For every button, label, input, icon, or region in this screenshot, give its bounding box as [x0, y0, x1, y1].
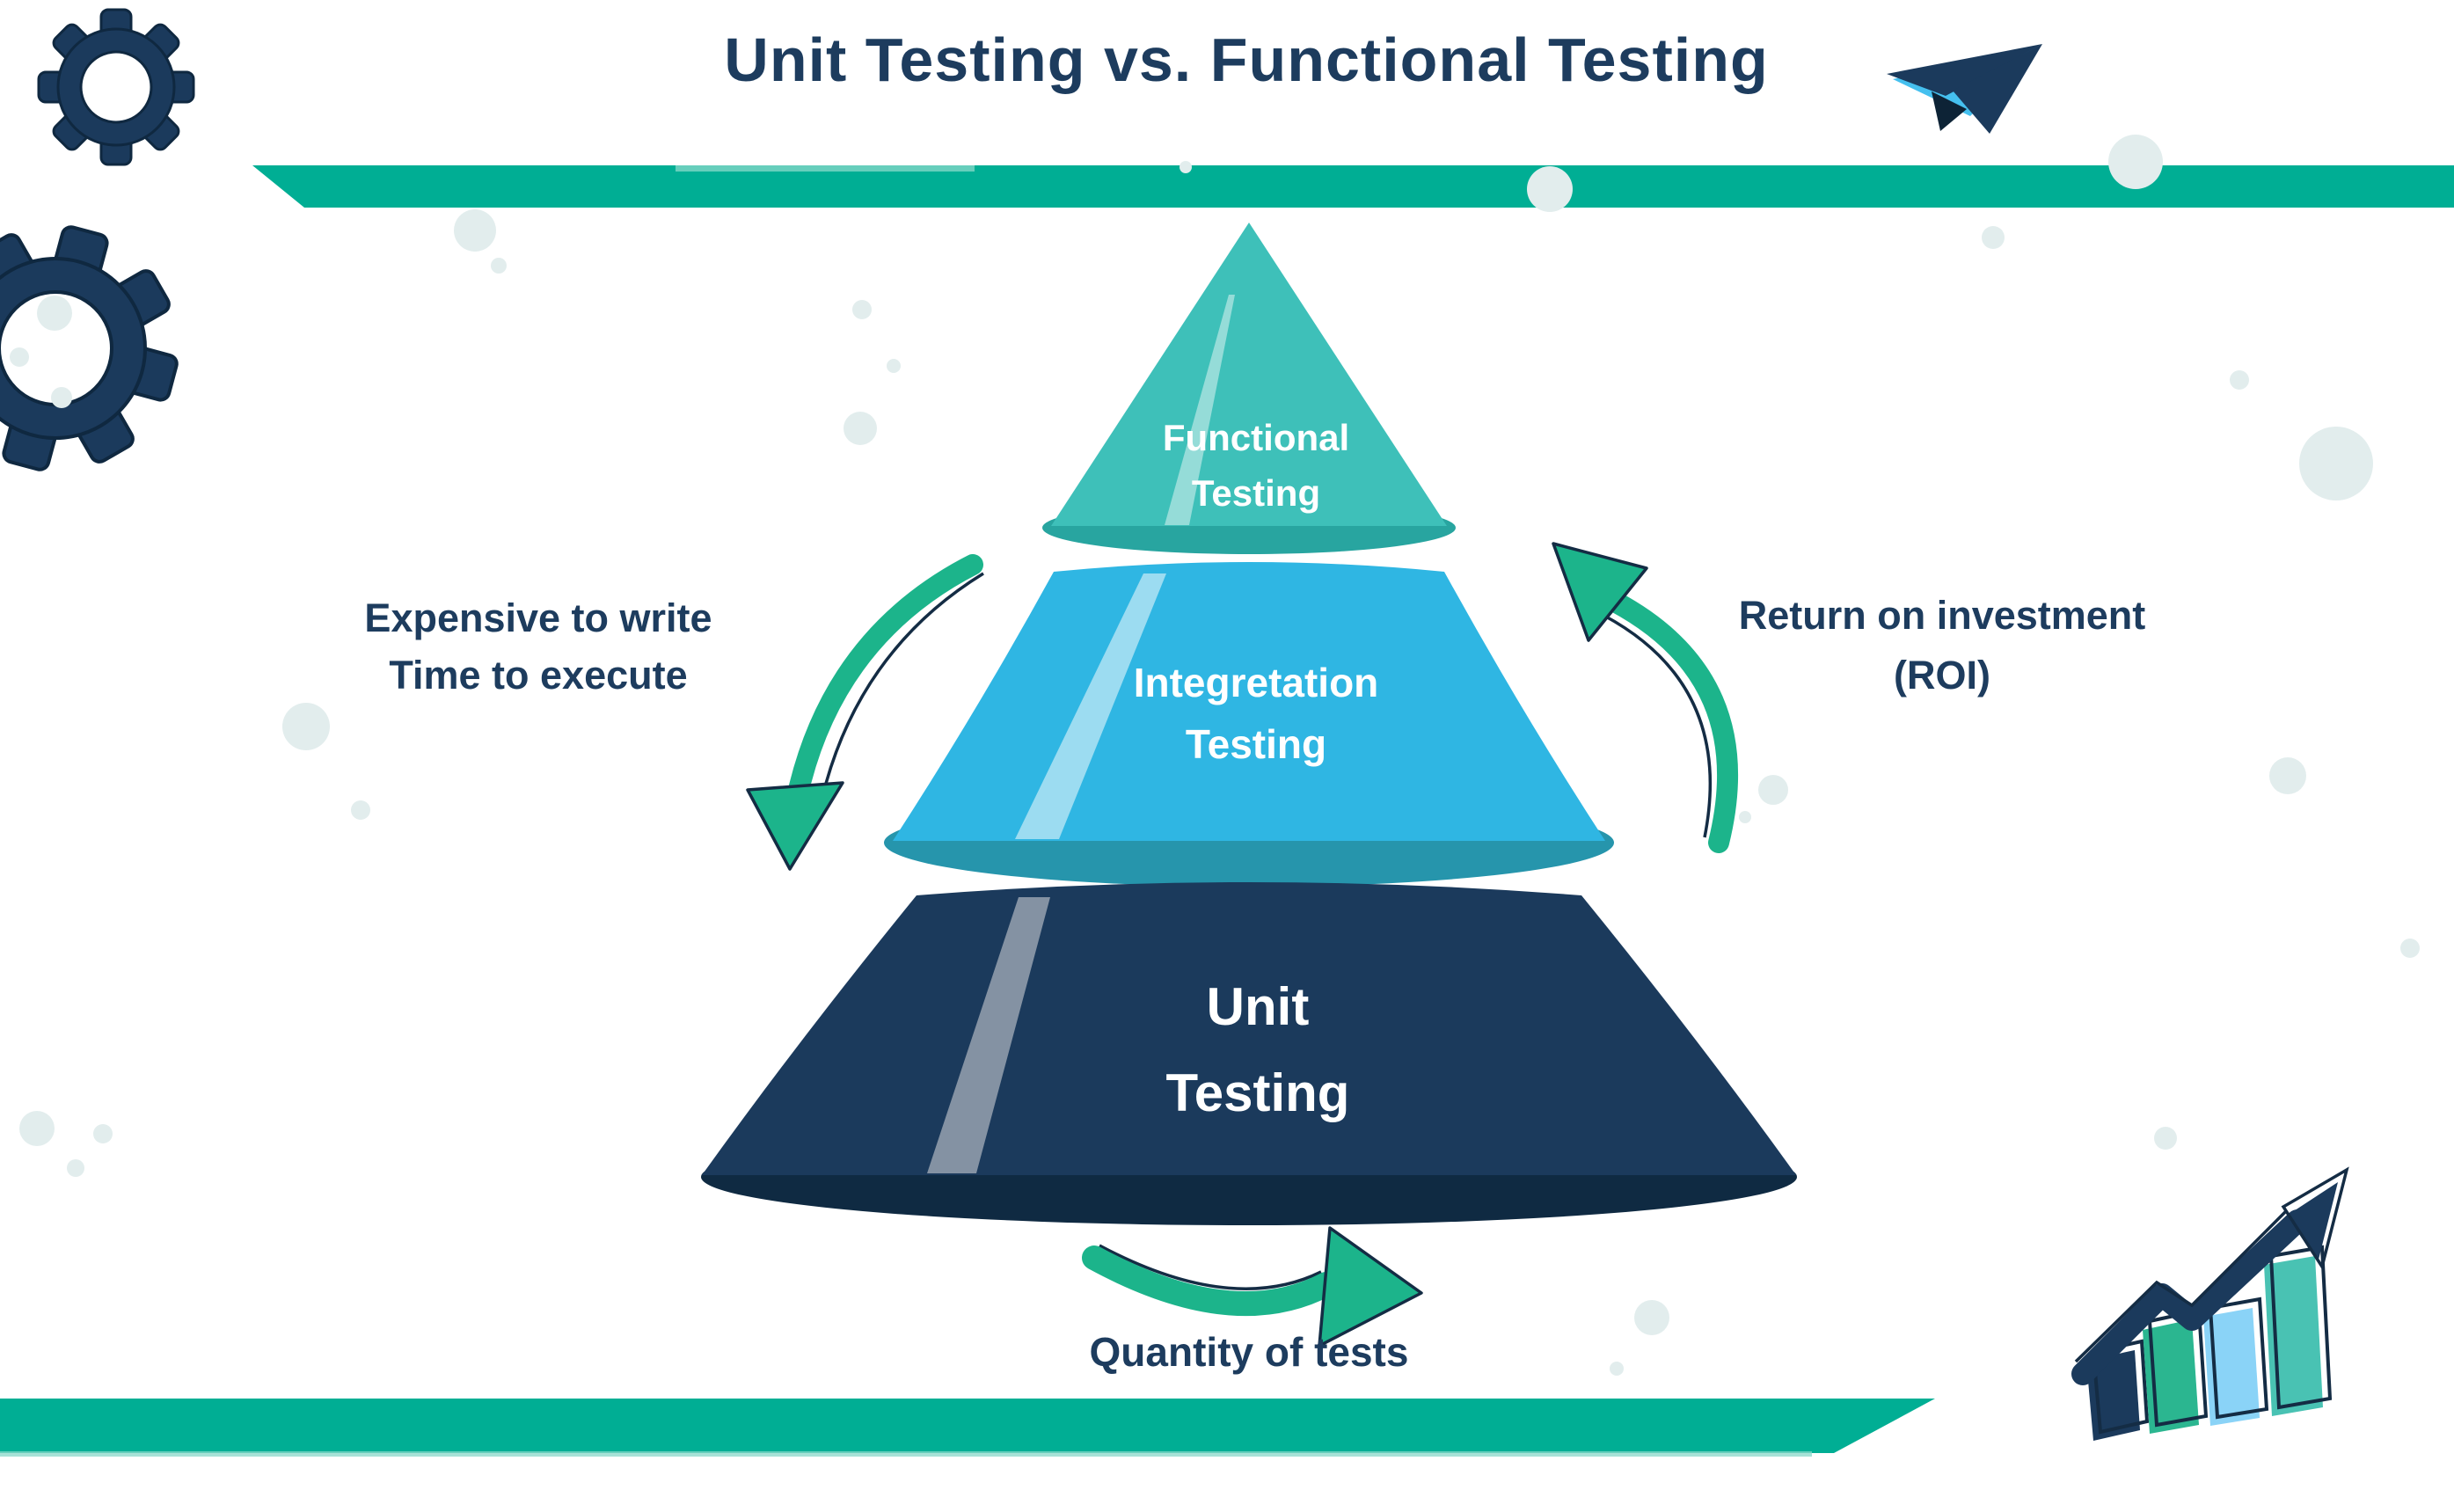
- label-line: Testing: [1185, 721, 1327, 767]
- growth-chart-icon: [2071, 1166, 2349, 1441]
- gear-icon: [37, 8, 195, 166]
- layer-shape: [1051, 223, 1447, 526]
- layer-highlight: [927, 897, 1050, 1173]
- paper-plane-icon: [1887, 44, 2042, 134]
- label-line: Testing: [1165, 1063, 1350, 1122]
- bottom-ribbon-highlight: [0, 1451, 1812, 1457]
- label-line: Expensive to write: [364, 595, 712, 640]
- label-line: Testing: [1191, 472, 1321, 514]
- pyramid-layer-integration: [884, 562, 1614, 887]
- layer-label-integration: Integretation Testing: [1134, 652, 1379, 775]
- label-line: Return on investment: [1738, 593, 2146, 638]
- label-cost-time: Expensive to write Time to execute: [364, 589, 712, 704]
- label-line: Integretation: [1133, 660, 1379, 705]
- page-title: Unit Testing vs. Functional Testing: [724, 26, 1769, 94]
- layer-label-functional: Functional Testing: [1163, 410, 1349, 521]
- label-roi: Return on investment (ROI): [1739, 586, 2146, 705]
- label-line: Unit: [1206, 977, 1310, 1036]
- layer-label-unit: Unit Testing: [1166, 964, 1350, 1136]
- bottom-ribbon: [0, 1399, 1935, 1453]
- label-quantity: Quantity of tests: [1089, 1329, 1409, 1375]
- label-line: Time to execute: [389, 653, 688, 698]
- pyramid-layer-functional: [1042, 223, 1456, 554]
- pyramid-layer-unit: [701, 882, 1797, 1225]
- label-line: Functional: [1162, 417, 1350, 458]
- layer-highlight: [1165, 295, 1235, 525]
- arrow-up-right: [1552, 542, 1739, 853]
- top-ribbon-highlight: [676, 165, 975, 172]
- top-ribbon: [252, 165, 2454, 208]
- arrow-down-left: [746, 554, 984, 871]
- decor-circles: [19, 135, 2420, 1376]
- arrow-right-bottom: [1082, 1226, 1423, 1348]
- label-line: (ROI): [1894, 653, 1990, 698]
- gear-icon: [0, 225, 179, 471]
- layer-highlight: [1015, 573, 1166, 839]
